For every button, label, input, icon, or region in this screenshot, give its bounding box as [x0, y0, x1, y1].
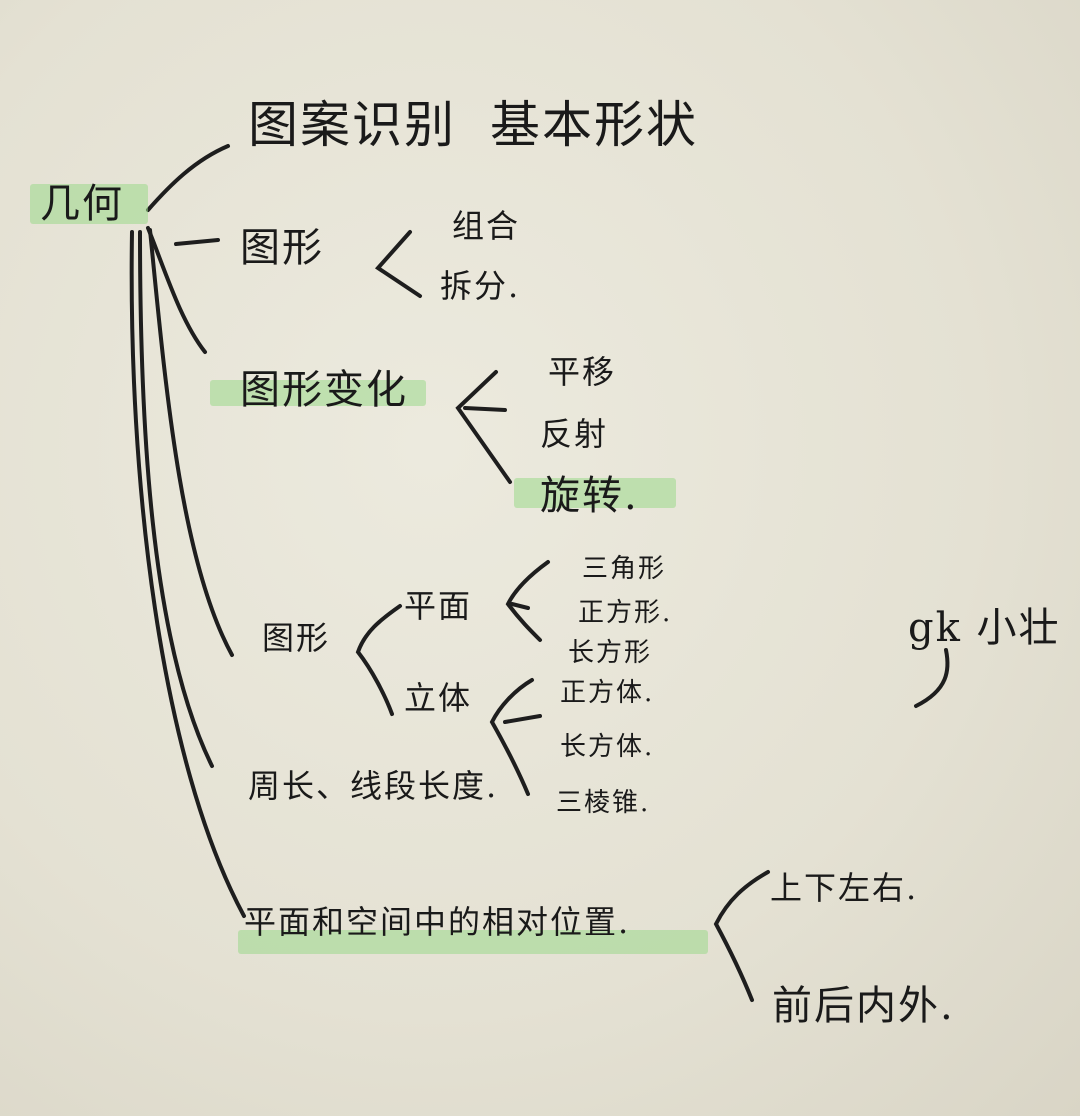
bracket-transform: [455, 370, 512, 484]
bracket-plane: [505, 560, 550, 642]
transform-child-rotate: 旋转.: [540, 473, 639, 519]
highlight-transform: [210, 380, 426, 406]
plane-child-triangle: 三角形: [582, 554, 667, 584]
solid-node: 立体: [404, 679, 473, 717]
solid-child-cube: 正方体.: [560, 678, 655, 708]
highlight-position: [238, 930, 708, 954]
branch-line-top: [146, 144, 230, 212]
position-node: 平面和空间中的相对位置.: [244, 903, 631, 941]
branch-line-geometry: [148, 228, 234, 657]
root-node: 几何: [40, 181, 124, 227]
transform-node: 图形变化: [240, 367, 408, 413]
shape-child-split: 拆分.: [440, 267, 521, 305]
length-node: 周长、线段长度.: [248, 767, 499, 805]
transform-child-reflect: 反射: [540, 415, 609, 453]
branch-line-length: [138, 230, 214, 768]
bracket-shape: [374, 230, 422, 298]
bracket-geometry: [355, 604, 402, 716]
bracket-position: [713, 870, 770, 1002]
highlight-rotate: [514, 478, 676, 508]
solid-child-cuboid: 长方体.: [560, 732, 655, 762]
highlight-root: [30, 184, 148, 224]
top-node-a: 图案识别: [248, 96, 456, 154]
branch-line-transform: [146, 226, 207, 354]
branch-line-shape: [174, 238, 220, 246]
shape-child-combine: 组合: [452, 207, 521, 245]
top-node-b: 基本形状: [490, 96, 698, 154]
plane-node: 平面: [404, 587, 473, 625]
side-note: gk 小壮: [908, 605, 1061, 651]
plane-child-rectangle: 长方形: [568, 638, 653, 668]
plane-child-square: 正方形.: [578, 598, 673, 628]
branch-line-position: [129, 230, 246, 918]
bracket-solid-mid: [503, 714, 542, 724]
shape-node: 图形: [240, 225, 324, 271]
position-child-front-back: 前后内外.: [772, 983, 955, 1029]
transform-child-translate: 平移: [548, 353, 617, 391]
bracket-plane-mid: [510, 602, 530, 610]
bracket-solid: [489, 678, 534, 796]
position-child-directions: 上下左右.: [770, 869, 919, 907]
solid-child-pyramid: 三棱锥.: [556, 788, 651, 818]
bracket-transform-mid: [463, 406, 507, 412]
side-note-stroke: [914, 648, 950, 708]
geometry-node: 图形: [262, 619, 331, 657]
